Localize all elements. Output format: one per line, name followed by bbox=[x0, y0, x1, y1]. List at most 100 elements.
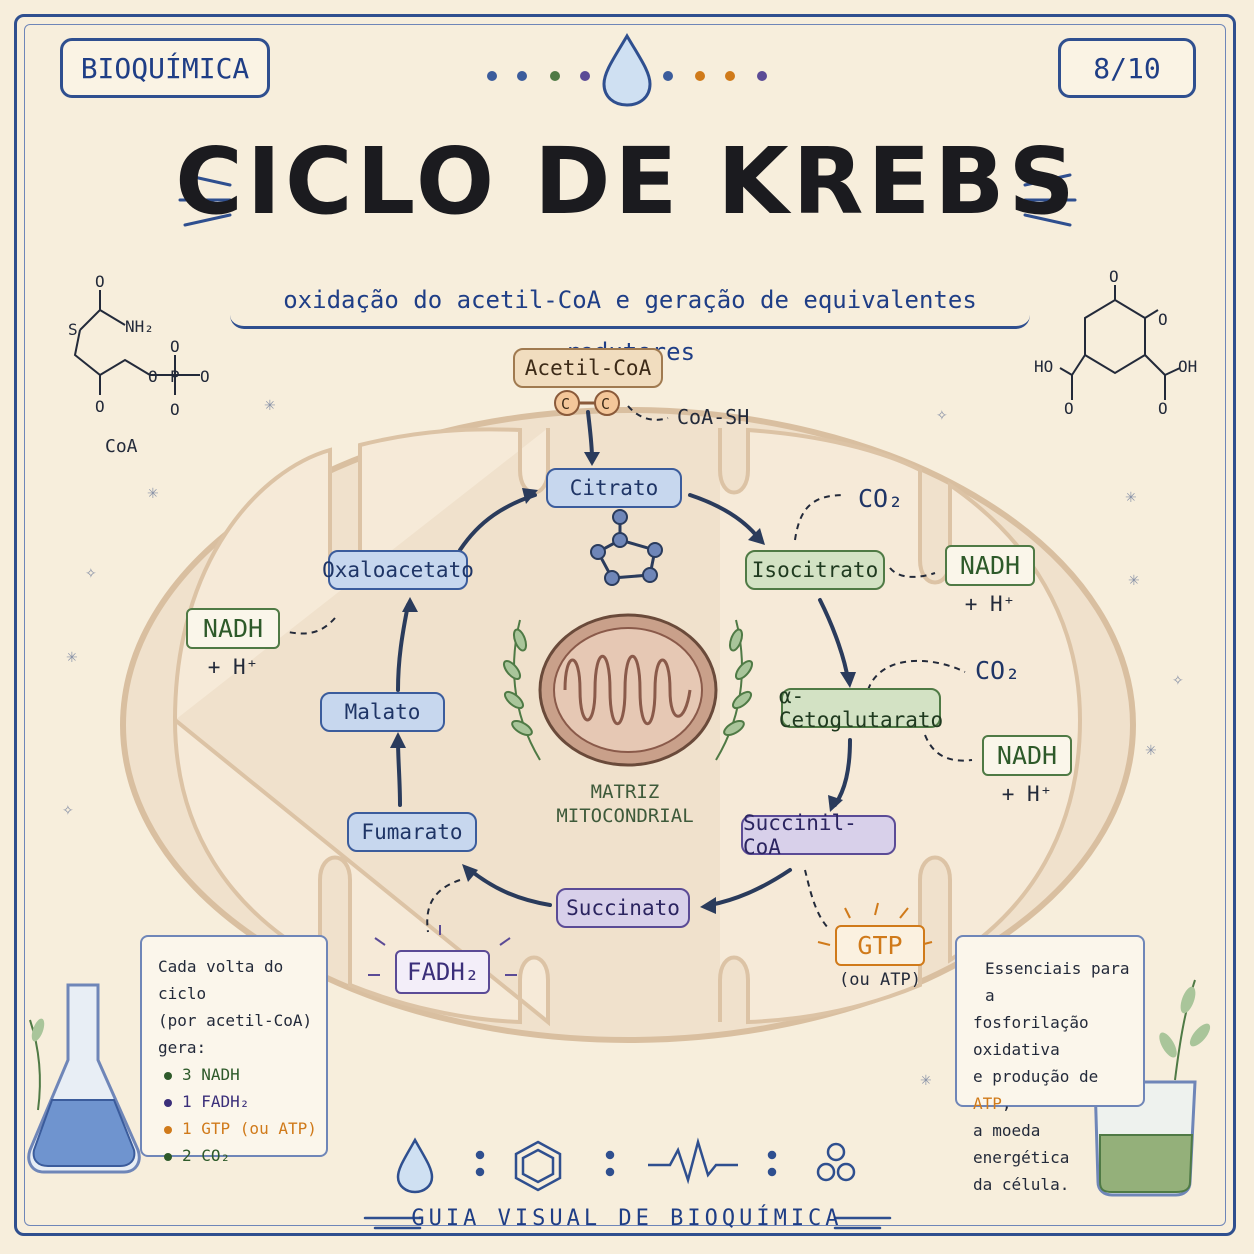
nadh-label: NADH bbox=[186, 608, 280, 649]
svg-text:NH₂: NH₂ bbox=[125, 317, 154, 336]
importance-line: a moeda energética bbox=[973, 1121, 1070, 1167]
svg-text:O: O bbox=[95, 397, 105, 416]
matrix-label-line2: MITOCONDRIAL bbox=[556, 805, 694, 827]
summary-line: gera: bbox=[158, 1038, 207, 1057]
water-drop-icon bbox=[396, 1137, 434, 1194]
benzene-ring-icon bbox=[514, 1140, 562, 1192]
svg-text:O: O bbox=[1064, 399, 1074, 418]
outer-frame bbox=[14, 14, 1236, 1236]
mitochondrion-icon bbox=[538, 613, 718, 767]
bullet-dot bbox=[164, 1071, 172, 1080]
page-title: CICLO DE KREBS bbox=[175, 128, 1079, 235]
nadh-label: NADH bbox=[982, 735, 1072, 776]
svg-text:CoA: CoA bbox=[105, 436, 138, 457]
svg-text:O: O bbox=[170, 400, 180, 419]
beaker-icon bbox=[1093, 979, 1211, 1197]
svg-text:✧: ✧ bbox=[85, 566, 97, 582]
arrow-heads bbox=[390, 452, 856, 914]
svg-text:C: C bbox=[561, 395, 570, 413]
importance-line: e produção de ATP, bbox=[973, 1063, 1143, 1117]
bullet-dot bbox=[164, 1152, 172, 1161]
molecule-circles-icon bbox=[826, 1142, 846, 1162]
svg-text:OH: OH bbox=[1178, 357, 1197, 376]
node-malato: Malato bbox=[320, 692, 445, 732]
svg-text:S: S bbox=[68, 320, 78, 339]
summary-item-text: 3 NADH bbox=[182, 1065, 240, 1084]
importance-note: Essenciais para a fosforilação oxidativa… bbox=[955, 935, 1145, 1194]
page-subtitle: oxidação do acetil-CoA e geração de equi… bbox=[230, 274, 1030, 366]
coa-structure bbox=[73, 290, 200, 395]
fadh2-output: FADH₂ bbox=[395, 950, 490, 994]
footer-title: GUIA VISUAL DE BIOQUÍMICA bbox=[411, 1206, 843, 1231]
svg-text:✧: ✧ bbox=[936, 408, 948, 424]
co2-output-2: CO₂ bbox=[975, 656, 1021, 685]
fadh2-rays bbox=[368, 925, 517, 976]
product-arrows bbox=[287, 405, 973, 933]
bullet-dot bbox=[164, 1098, 172, 1107]
svg-text:O: O bbox=[1109, 267, 1119, 286]
sparkles: ✳✳✧ ✳✧✳ ✳✳✧ ✧✳✳ bbox=[62, 398, 1184, 1089]
nadh-label: NADH bbox=[945, 545, 1035, 586]
matrix-label: MATRIZ MITOCONDRIAL bbox=[520, 780, 730, 828]
summary-item: 1 GTP (ou ATP) bbox=[158, 1115, 326, 1142]
fadh2-label: FADH₂ bbox=[395, 950, 490, 994]
oxaloacetate-structure bbox=[1059, 285, 1181, 400]
co2-output-1: CO₂ bbox=[858, 484, 904, 513]
node-succinil-coa: Succinil-CoA bbox=[741, 811, 896, 859]
svg-text:O: O bbox=[1158, 310, 1168, 329]
node-succinato: Succinato bbox=[556, 888, 690, 928]
node-isocitrato: Isocitrato bbox=[745, 550, 885, 590]
summary-item: 2 CO₂ bbox=[158, 1142, 326, 1169]
svg-text:HO: HO bbox=[1034, 357, 1053, 376]
subject-tag: BIOQUÍMICA bbox=[60, 38, 270, 98]
citrate-molecule bbox=[590, 509, 663, 586]
svg-text:✳: ✳ bbox=[920, 1073, 932, 1089]
node-fumarato: Fumarato bbox=[347, 812, 477, 852]
footer-icons bbox=[396, 1137, 856, 1194]
hplus-label: + H⁺ bbox=[964, 592, 1016, 616]
heartbeat-wave-icon bbox=[648, 1137, 738, 1185]
importance-line: Essenciais para a bbox=[985, 959, 1130, 1005]
hplus-label: + H⁺ bbox=[1001, 782, 1053, 806]
node-acetil-coa: Acetil-CoA bbox=[513, 348, 663, 388]
node-alfa-cetoglutarato: α-Cetoglutarato bbox=[778, 684, 944, 732]
gtp-label: GTP bbox=[835, 925, 925, 966]
nadh-output-1: NADH + H⁺ bbox=[945, 545, 1035, 616]
svg-text:✧: ✧ bbox=[1172, 673, 1184, 689]
importance-text: e produção de bbox=[973, 1067, 1099, 1086]
inner-frame bbox=[24, 24, 1226, 1226]
importance-line: da célula. bbox=[973, 1175, 1070, 1194]
acetyl-carbons: C C bbox=[554, 390, 620, 416]
svg-text:O: O bbox=[170, 337, 180, 356]
node-citrato: Citrato bbox=[546, 468, 682, 508]
svg-text:O: O bbox=[1158, 399, 1168, 418]
summary-items: 3 NADH 1 FADH₂ 1 GTP (ou ATP)2 CO₂ bbox=[158, 1061, 326, 1169]
svg-text:✳: ✳ bbox=[147, 486, 159, 502]
atp-highlight: ATP bbox=[973, 1094, 1002, 1113]
svg-text:O: O bbox=[95, 272, 105, 291]
coa-sh-label: CoA-SH bbox=[677, 405, 750, 429]
gtp-output: GTP (ou ATP) bbox=[835, 925, 925, 990]
summary-item-text: 1 FADH₂ bbox=[182, 1092, 250, 1111]
summary-line: (por acetil-CoA) bbox=[158, 1011, 313, 1030]
nadh-output-3: NADH + H⁺ bbox=[186, 608, 280, 679]
svg-text:✳: ✳ bbox=[66, 650, 78, 666]
svg-text:P: P bbox=[170, 367, 180, 386]
svg-text:✳: ✳ bbox=[1125, 490, 1137, 506]
bullet-dot bbox=[164, 1125, 172, 1134]
leaf-sprig-icon bbox=[502, 619, 754, 761]
node-oxaloacetato: Oxaloacetato bbox=[322, 550, 474, 590]
svg-text:O: O bbox=[148, 367, 158, 386]
top-drop-icon bbox=[487, 33, 767, 107]
svg-text:O: O bbox=[200, 367, 210, 386]
page-indicator: 8/10 bbox=[1058, 38, 1196, 98]
importance-line: fosforilação oxidativa bbox=[973, 1013, 1089, 1059]
summary-item: 1 FADH₂ bbox=[158, 1088, 326, 1115]
svg-text:✳: ✳ bbox=[264, 398, 276, 414]
hplus-label: + H⁺ bbox=[207, 655, 259, 679]
matrix-label-line1: MATRIZ bbox=[590, 781, 660, 803]
nadh-output-2: NADH + H⁺ bbox=[982, 735, 1072, 806]
summary-note: Cada volta do ciclo (por acetil-CoA) ger… bbox=[140, 935, 328, 1165]
gtp-alt-label: (ou ATP) bbox=[839, 970, 921, 990]
importance-text: , bbox=[1001, 1094, 1012, 1113]
